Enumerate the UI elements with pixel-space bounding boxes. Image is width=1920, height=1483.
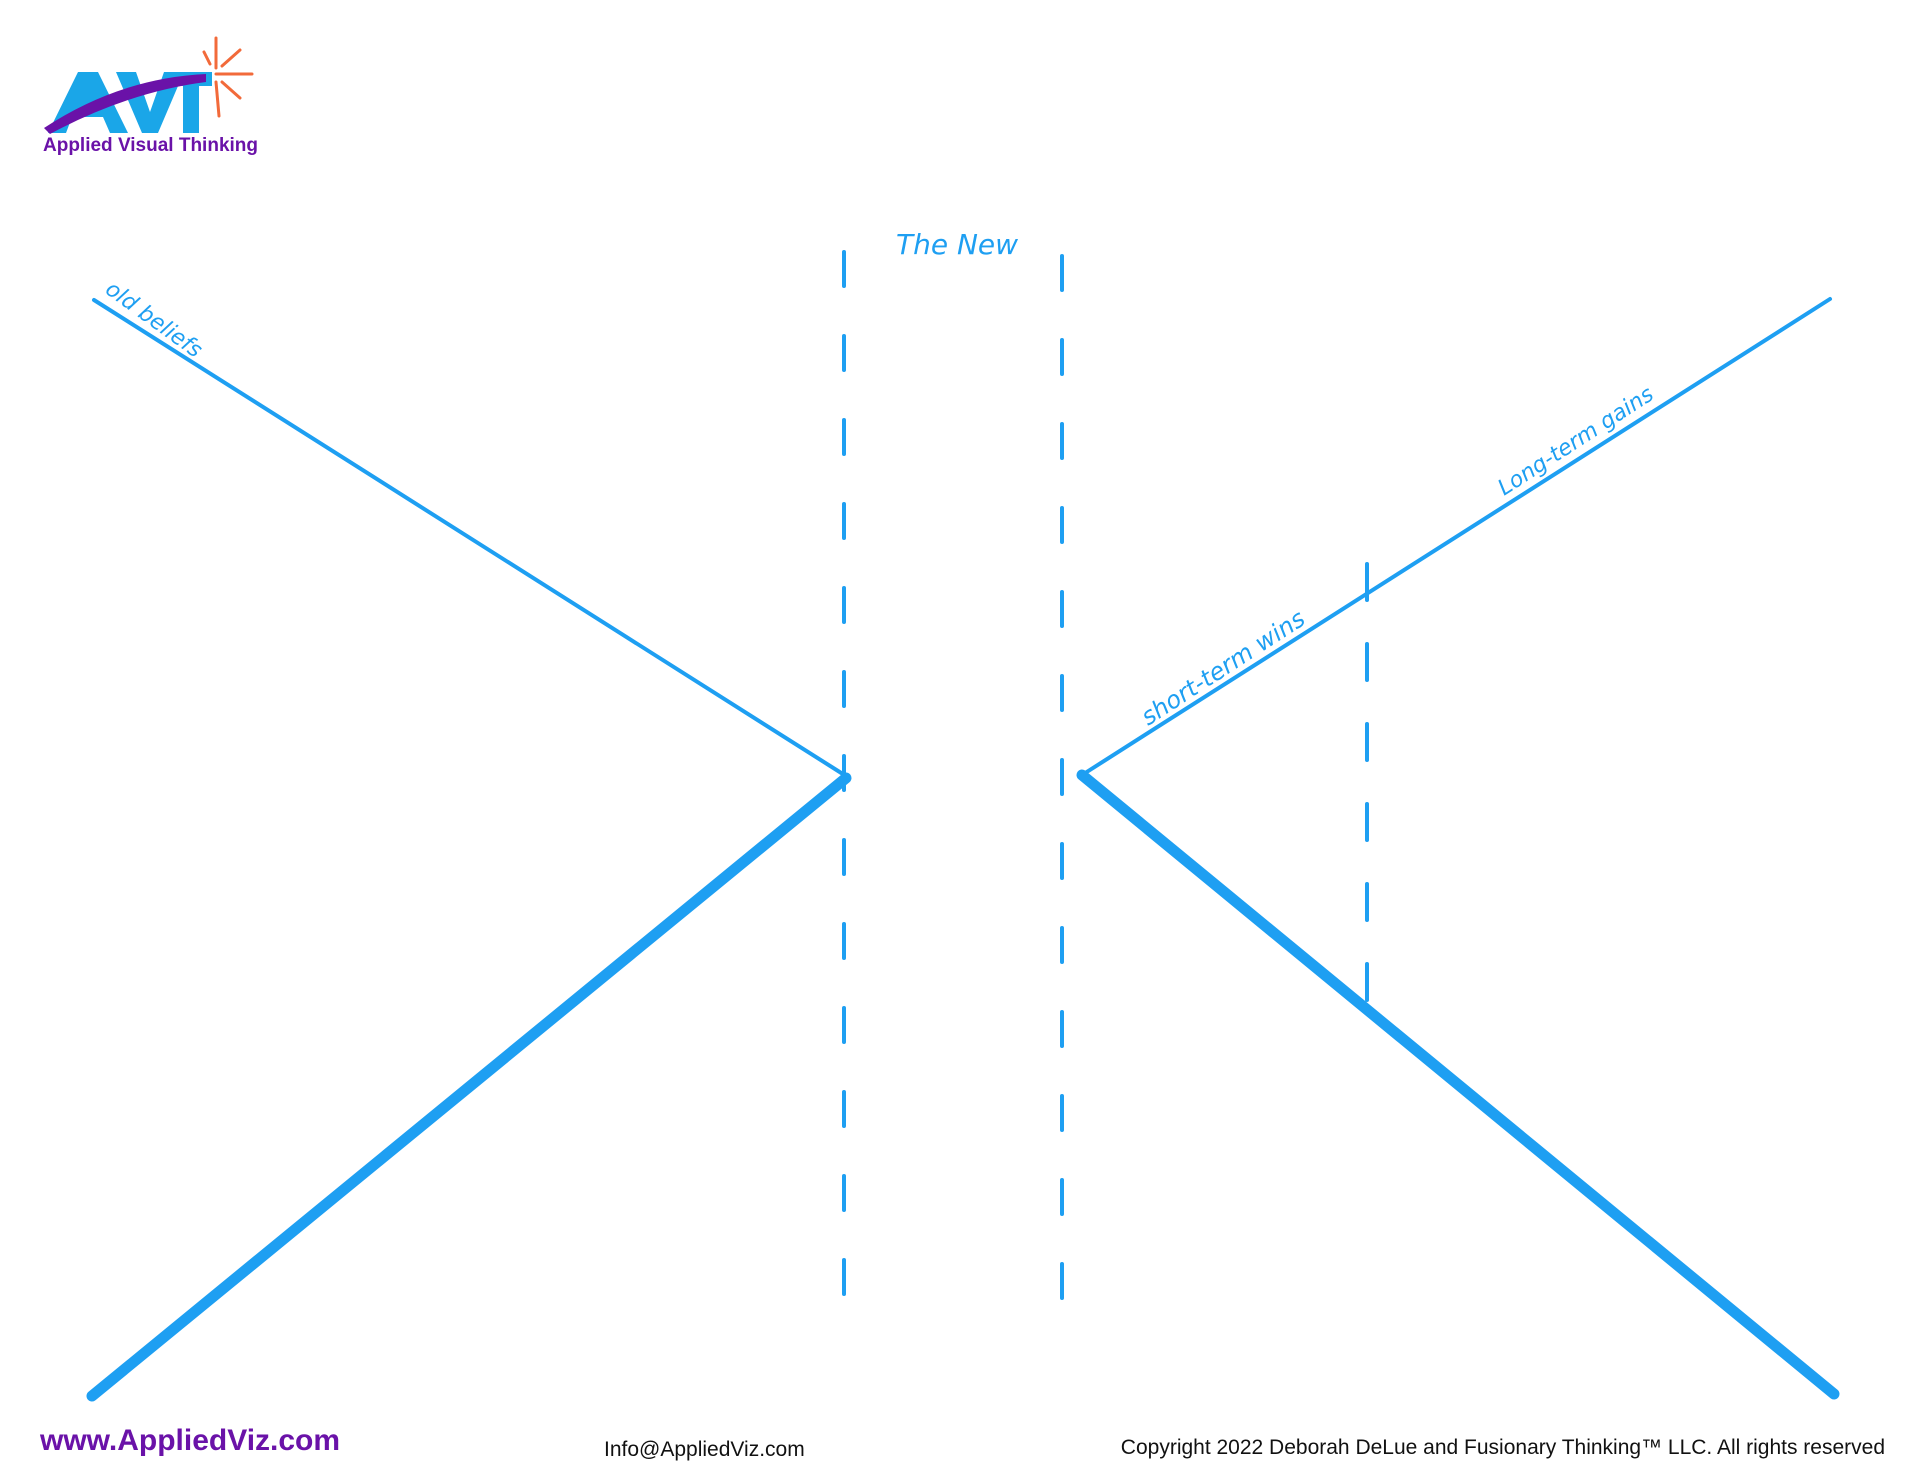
the-new-label: The New	[896, 228, 1018, 261]
logo-caption: Applied Visual Thinking	[43, 135, 259, 156]
long-term-gains-label: Long-term gains	[1494, 382, 1659, 501]
email-link[interactable]: Info@AppliedViz.com	[604, 1438, 805, 1461]
avt-logo-icon	[44, 36, 254, 134]
left-decline-line	[86, 772, 852, 1402]
rising-line	[1080, 297, 1832, 777]
old-beliefs-line	[92, 298, 848, 778]
website-link[interactable]: www.AppliedViz.com	[40, 1424, 341, 1457]
right-decline-line	[1076, 769, 1840, 1400]
copyright-text: Copyright 2022 Deborah DeLue and Fusiona…	[1120, 1436, 1885, 1459]
old-beliefs-label: old beliefs	[100, 277, 206, 364]
short-term-wins-label: short-term wins	[1136, 604, 1310, 731]
